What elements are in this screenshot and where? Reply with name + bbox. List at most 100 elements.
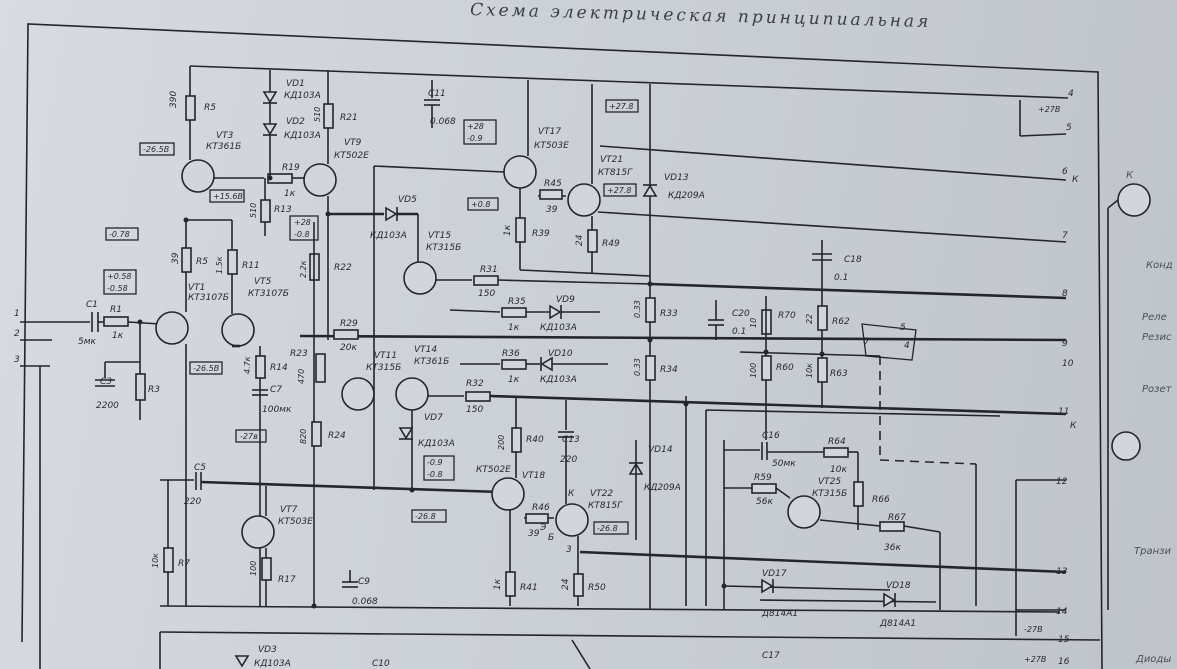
value-r36: 1к	[508, 375, 520, 385]
value-r34: 0.33	[633, 358, 642, 376]
value-c7: 100мк	[262, 405, 292, 415]
resistor-r62	[817, 305, 828, 331]
resistor-r36	[501, 359, 527, 370]
rail-bottom	[159, 605, 1061, 613]
capacitor-c5	[195, 472, 202, 490]
relay-pin5: 5	[900, 323, 906, 333]
diode-vd17	[761, 578, 774, 594]
transistor-vt7	[241, 515, 275, 549]
pin-6-k: К	[1072, 175, 1079, 185]
wire-pin7	[597, 211, 1067, 243]
resistor-r50	[573, 573, 584, 597]
svg-text:+15.6В: +15.6В	[213, 192, 243, 201]
svg-text:-0.8: -0.8	[427, 470, 443, 479]
value-r13: 510	[249, 203, 258, 218]
resistor-r59	[751, 483, 777, 494]
side-k-label: К	[1126, 170, 1134, 181]
transistor-vt17	[503, 155, 537, 189]
label-r14: R14	[270, 363, 288, 373]
value-c16: 50мк	[772, 459, 796, 469]
label-vd9: VD9	[556, 295, 575, 305]
value-c5: 220	[184, 497, 201, 507]
value-vd13: КД209А	[668, 191, 705, 201]
wire-c5-vt18	[200, 480, 501, 494]
side-label-kond: Конд	[1146, 260, 1173, 271]
label-c5: C5	[194, 463, 206, 473]
transistor-vt1	[155, 311, 189, 345]
resistor-r39	[515, 217, 526, 243]
value-r5b: 39	[171, 252, 181, 264]
label-r70: R70	[778, 311, 796, 321]
diode-vd3	[234, 655, 250, 668]
label-c10: C10	[372, 659, 390, 669]
svg-text:-26.5В: -26.5В	[193, 364, 219, 373]
value-vt22: КТ815Г	[588, 501, 623, 511]
resistor-r60	[761, 355, 772, 381]
value-vt18: КТ502Е	[476, 465, 511, 475]
transistor-vt15	[403, 261, 437, 295]
label-vd13: VD13	[664, 173, 689, 183]
value-vt3: КТ361Б	[206, 142, 241, 152]
supply-plus27: +27В	[1038, 105, 1060, 114]
svg-text:+0.8: +0.8	[471, 200, 490, 209]
resistor-r63	[817, 357, 828, 383]
label-r60: R60	[776, 363, 794, 373]
pin-4: 4	[1068, 89, 1074, 99]
transistor-vt14	[395, 377, 429, 411]
pin-9: 9	[1062, 339, 1068, 349]
relay-contact-box	[861, 323, 917, 361]
resistor-r49	[587, 229, 598, 253]
capacitor-c7	[252, 389, 268, 396]
value-vt17: КТ503Е	[534, 141, 569, 151]
value-c1: 5мк	[78, 337, 97, 347]
supply-minus27: -27В	[1024, 625, 1043, 634]
value-vd7: КД103А	[418, 439, 455, 449]
value-r21: 510	[313, 107, 322, 122]
label-vd10: VD10	[548, 349, 573, 359]
label-vd3: VD3	[258, 645, 277, 655]
label-vt9: VT9	[344, 138, 362, 148]
label-r7: R7	[178, 559, 190, 569]
label-vd18: VD18	[886, 581, 911, 591]
value-vd14: КД209А	[644, 483, 681, 493]
voltage-tag-1: -26.5В	[139, 142, 175, 156]
label-r23: R23	[290, 349, 308, 359]
wire-vt25-r67	[819, 519, 881, 527]
label-c11: C11	[428, 89, 446, 99]
frame-lower-bus	[159, 631, 1101, 641]
side-label-rezis: Резис	[1142, 332, 1172, 343]
value-r29: 20к	[340, 343, 357, 353]
pin-3: 3	[14, 355, 20, 365]
label-r41: R41	[520, 583, 538, 593]
value-r22: 2.2к	[299, 260, 308, 278]
label-r5b: R5	[196, 257, 208, 267]
pin-5: 5	[1066, 123, 1072, 133]
resistor-r40	[511, 427, 522, 453]
capacitor-c9	[342, 581, 358, 588]
pin-10: 10	[1062, 359, 1074, 369]
pin-14: 14	[1056, 607, 1068, 617]
voltage-tag-12: +27.8	[605, 99, 639, 113]
wire-vd17	[723, 585, 891, 591]
svg-text:-26.8: -26.8	[415, 512, 436, 521]
value-r63: 10к	[805, 363, 814, 378]
voltage-tag-2: +15.6В	[209, 189, 245, 203]
pin-6: 6	[1062, 167, 1068, 177]
capacitor-c11	[424, 99, 440, 106]
voltage-tag-8: +28-0.8	[289, 215, 319, 241]
wire-box-top	[705, 409, 1001, 417]
resistor-r14	[255, 355, 266, 379]
label-vt25: VT25	[818, 477, 841, 487]
label-r13: R13	[274, 205, 292, 215]
label-r22: R22	[334, 263, 352, 273]
side-label-diody: Диоды	[1135, 654, 1171, 665]
voltage-tag-13: +0.8	[467, 197, 499, 211]
label-r33: R33	[660, 309, 678, 319]
value-vd10: КД103А	[540, 375, 577, 385]
label-vt7: VT7	[280, 505, 298, 515]
label-vd2: VD2	[286, 117, 305, 127]
diode-vd18	[883, 592, 896, 608]
transistor-vt9	[303, 163, 337, 197]
